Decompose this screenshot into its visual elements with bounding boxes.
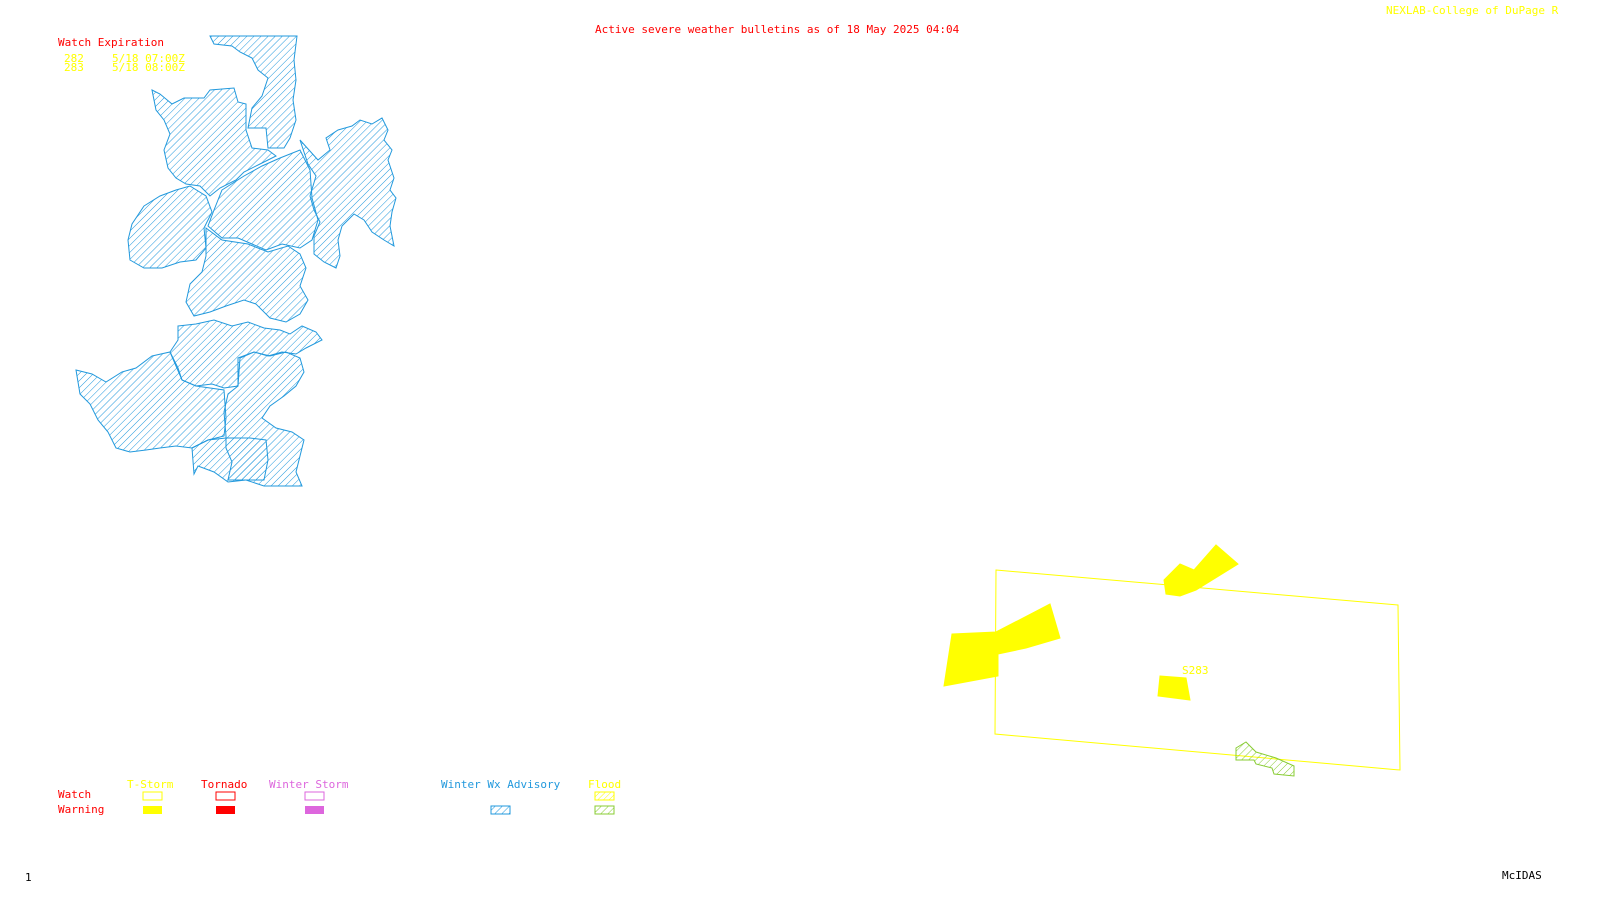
watch-expiration-id: 282 [64, 52, 84, 65]
winter-advisory-north-cluster [127, 35, 397, 323]
legend-flood-warning-swatch [594, 805, 615, 815]
legend-tstorm-warning-swatch [143, 806, 162, 814]
advisory-area-coastal [209, 35, 298, 149]
legend-category-flood: Flood [588, 778, 622, 791]
flood-advisory-area [1235, 741, 1295, 777]
legend-tstorm-watch-swatch [142, 791, 163, 801]
legend-row-watch: Watch [58, 788, 92, 801]
watch-expiration-time: 5/18 08:00Z [112, 61, 185, 74]
watch-box-label: S283 [1182, 664, 1209, 677]
winter-advisory-south-cluster [75, 319, 323, 487]
legend-flood-watch-swatch [594, 791, 615, 801]
advisory-area-central [207, 149, 319, 251]
legend-category-tornado: Tornado [201, 778, 248, 791]
software-label: McIDAS [1502, 869, 1542, 882]
watch-expiration-time: 5/18 07:00Z [112, 52, 185, 65]
legend-symbols [142, 791, 615, 815]
legend-category-winter-advisory: Winter Wx Advisory [441, 778, 561, 791]
legend-winter-storm-watch-swatch [304, 791, 325, 801]
legend-category-tstorm: T-Storm [127, 778, 174, 791]
watch-expiration-heading: Watch Expiration [58, 36, 164, 49]
bulletin-title: Active severe weather bulletins as of 18… [595, 23, 960, 36]
tstorm-warning-north [1163, 544, 1239, 597]
legend-winter-storm-warning-swatch [305, 806, 324, 814]
legend-winter-advisory-swatch [490, 805, 511, 815]
source-credit: NEXLAB-College of DuPage R [1386, 5, 1559, 17]
watch-expiration-id: 283 [64, 61, 84, 74]
legend-tornado-warning-swatch [216, 806, 235, 814]
advisory-area-west [127, 185, 213, 269]
tstorm-warning-west [943, 603, 1061, 687]
tstorm-watch-box [994, 569, 1401, 771]
legend-tornado-watch-swatch [215, 791, 236, 801]
legend-row-warning: Warning [58, 803, 105, 816]
advisory-area-northwest [151, 87, 277, 197]
frame-number: 1 [25, 871, 32, 884]
legend-category-winter-storm: Winter Storm [269, 778, 349, 791]
tstorm-warnings [943, 544, 1239, 701]
tstorm-warning-center [1157, 675, 1191, 701]
advisory-area-south-central [185, 227, 309, 323]
advisory-area-lower-south [191, 437, 269, 483]
advisory-area-northeast [299, 117, 397, 269]
